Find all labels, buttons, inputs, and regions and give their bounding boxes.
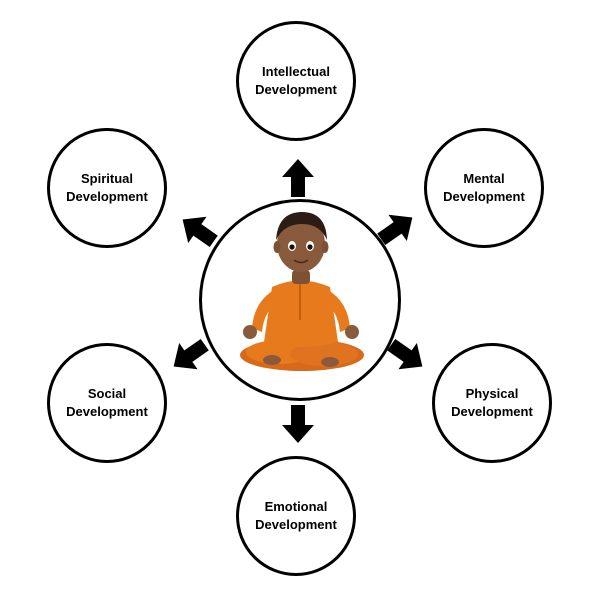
social-development-node: Social Development — [47, 343, 167, 463]
left-foot-shape — [263, 355, 281, 365]
arrow-down-icon — [282, 405, 314, 443]
node-label: Emotional Development — [247, 498, 345, 534]
node-label: Intellectual Development — [247, 63, 345, 99]
node-label-line: Physical — [465, 386, 519, 401]
node-label-line: Emotional — [264, 499, 328, 514]
right-ear-shape — [321, 241, 329, 253]
node-label-line: Development — [451, 404, 533, 419]
node-label: Mental Development — [435, 170, 533, 206]
child-meditating-illustration — [240, 212, 364, 371]
node-label: Spiritual Development — [58, 170, 156, 206]
node-label-line: Development — [255, 82, 337, 97]
emotional-development-node: Emotional Development — [236, 456, 356, 576]
node-label-line: Spiritual — [80, 171, 133, 186]
node-label-line: Intellectual — [262, 64, 330, 79]
intellectual-development-node: Intellectual Development — [236, 21, 356, 141]
node-label-line: Development — [66, 189, 148, 204]
right-leg-shape — [290, 342, 358, 366]
right-hand-shape — [345, 325, 359, 339]
hair-shape — [276, 212, 327, 240]
node-label-line: Social — [87, 386, 127, 401]
right-foot-shape — [321, 357, 339, 367]
right-pupil-shape — [307, 244, 313, 250]
node-label-line: Development — [255, 517, 337, 532]
node-label-line: Development — [66, 404, 148, 419]
node-label-line: Mental — [463, 171, 505, 186]
mental-development-node: Mental Development — [424, 128, 544, 248]
left-ear-shape — [273, 241, 281, 253]
center-circle — [199, 199, 401, 401]
head-shape — [277, 216, 325, 272]
node-label-line: Development — [443, 189, 525, 204]
physical-development-node: Physical Development — [432, 343, 552, 463]
node-label: Social Development — [58, 385, 156, 421]
right-arm-shape — [322, 290, 350, 332]
neck-shape — [292, 270, 310, 284]
smile-shape — [293, 259, 309, 264]
left-arm-shape — [252, 290, 280, 332]
arrow-up-icon — [282, 159, 314, 197]
node-label: Physical Development — [443, 385, 541, 421]
left-hand-shape — [243, 325, 257, 339]
spiritual-development-node: Spiritual Development — [47, 128, 167, 248]
left-pupil-shape — [289, 244, 295, 250]
